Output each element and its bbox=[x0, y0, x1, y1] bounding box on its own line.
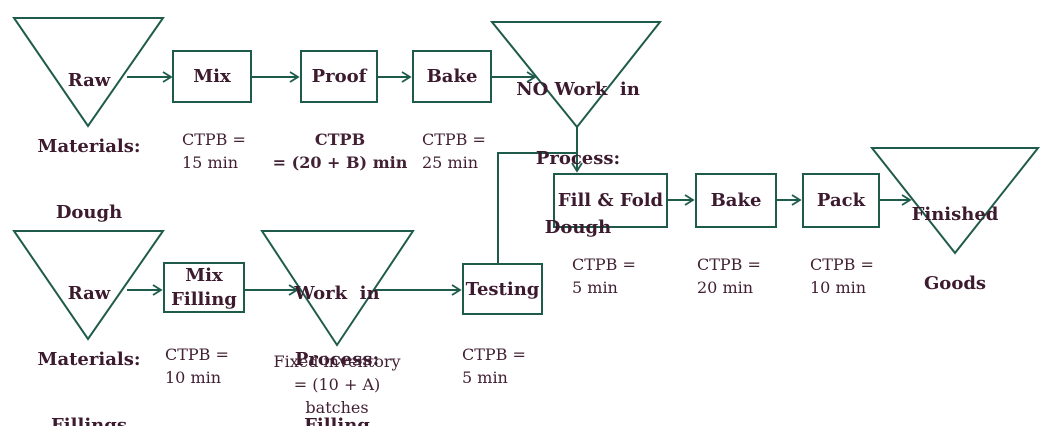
inventory-label-raw-fillings: Raw Materials: Fillings bbox=[37, 283, 141, 426]
process-box-testing: Testing bbox=[462, 263, 543, 315]
annotation-ctpb-mix: CTPB = 15 min bbox=[182, 130, 246, 172]
process-label: Fill & Fold bbox=[557, 190, 664, 211]
inventory-triangle-wip-filling bbox=[260, 230, 415, 347]
inventory-triangle-finished-goods bbox=[869, 147, 1041, 255]
inventory-label-no-wip-dough: NO Work in Process: Dough bbox=[516, 79, 640, 238]
process-box-fill-fold: Fill & Fold bbox=[553, 173, 668, 228]
process-box-mix: Mix bbox=[172, 50, 252, 103]
annotation-ctpb-fill-fold: CTPB = 5 min bbox=[572, 255, 636, 297]
inventory-label-finished-goods: Finished Goods bbox=[911, 204, 999, 294]
inventory-label-wip-filling: Work in Process: Filling bbox=[294, 283, 380, 426]
process-label: Bake bbox=[710, 190, 762, 211]
annotation-ctpb-mix-filling: CTPB = 10 min bbox=[165, 345, 229, 387]
annotation-ctpb-testing: CTPB = 5 min bbox=[462, 345, 526, 387]
inventory-triangle-raw-dough bbox=[12, 17, 165, 128]
process-box-bake-filled: Bake bbox=[695, 173, 777, 228]
process-box-bake-dough: Bake bbox=[412, 50, 492, 103]
process-box-pack: Pack bbox=[802, 173, 880, 228]
inventory-label-raw-dough: Raw Materials: Dough bbox=[37, 70, 141, 223]
process-label: Pack bbox=[816, 190, 866, 211]
connector-testing-to-fill-fold bbox=[497, 152, 577, 263]
process-label: Bake bbox=[426, 66, 478, 87]
annotation-ctpb-bake-filled: CTPB = 20 min bbox=[697, 255, 761, 297]
process-label: Proof bbox=[311, 66, 367, 87]
annotation-ctpb-proof: CTPB = (20 + B) min bbox=[272, 130, 408, 172]
annotation-ctpb-bake-dough: CTPB = 25 min bbox=[422, 130, 486, 172]
process-box-proof: Proof bbox=[300, 50, 378, 103]
process-label-line: Filling bbox=[171, 288, 237, 310]
process-label: Mix bbox=[193, 66, 231, 87]
process-label: Testing bbox=[465, 278, 540, 300]
annotation-fixed-inventory-wip-filling: Fixed inventory = (10 + A) batches bbox=[273, 352, 401, 417]
annotation-ctpb-pack: CTPB = 10 min bbox=[810, 255, 874, 297]
process-label-line: Mix bbox=[185, 264, 223, 286]
inventory-triangle-raw-fillings bbox=[12, 230, 165, 341]
process-box-mix-filling: Mix Filling bbox=[163, 262, 245, 313]
